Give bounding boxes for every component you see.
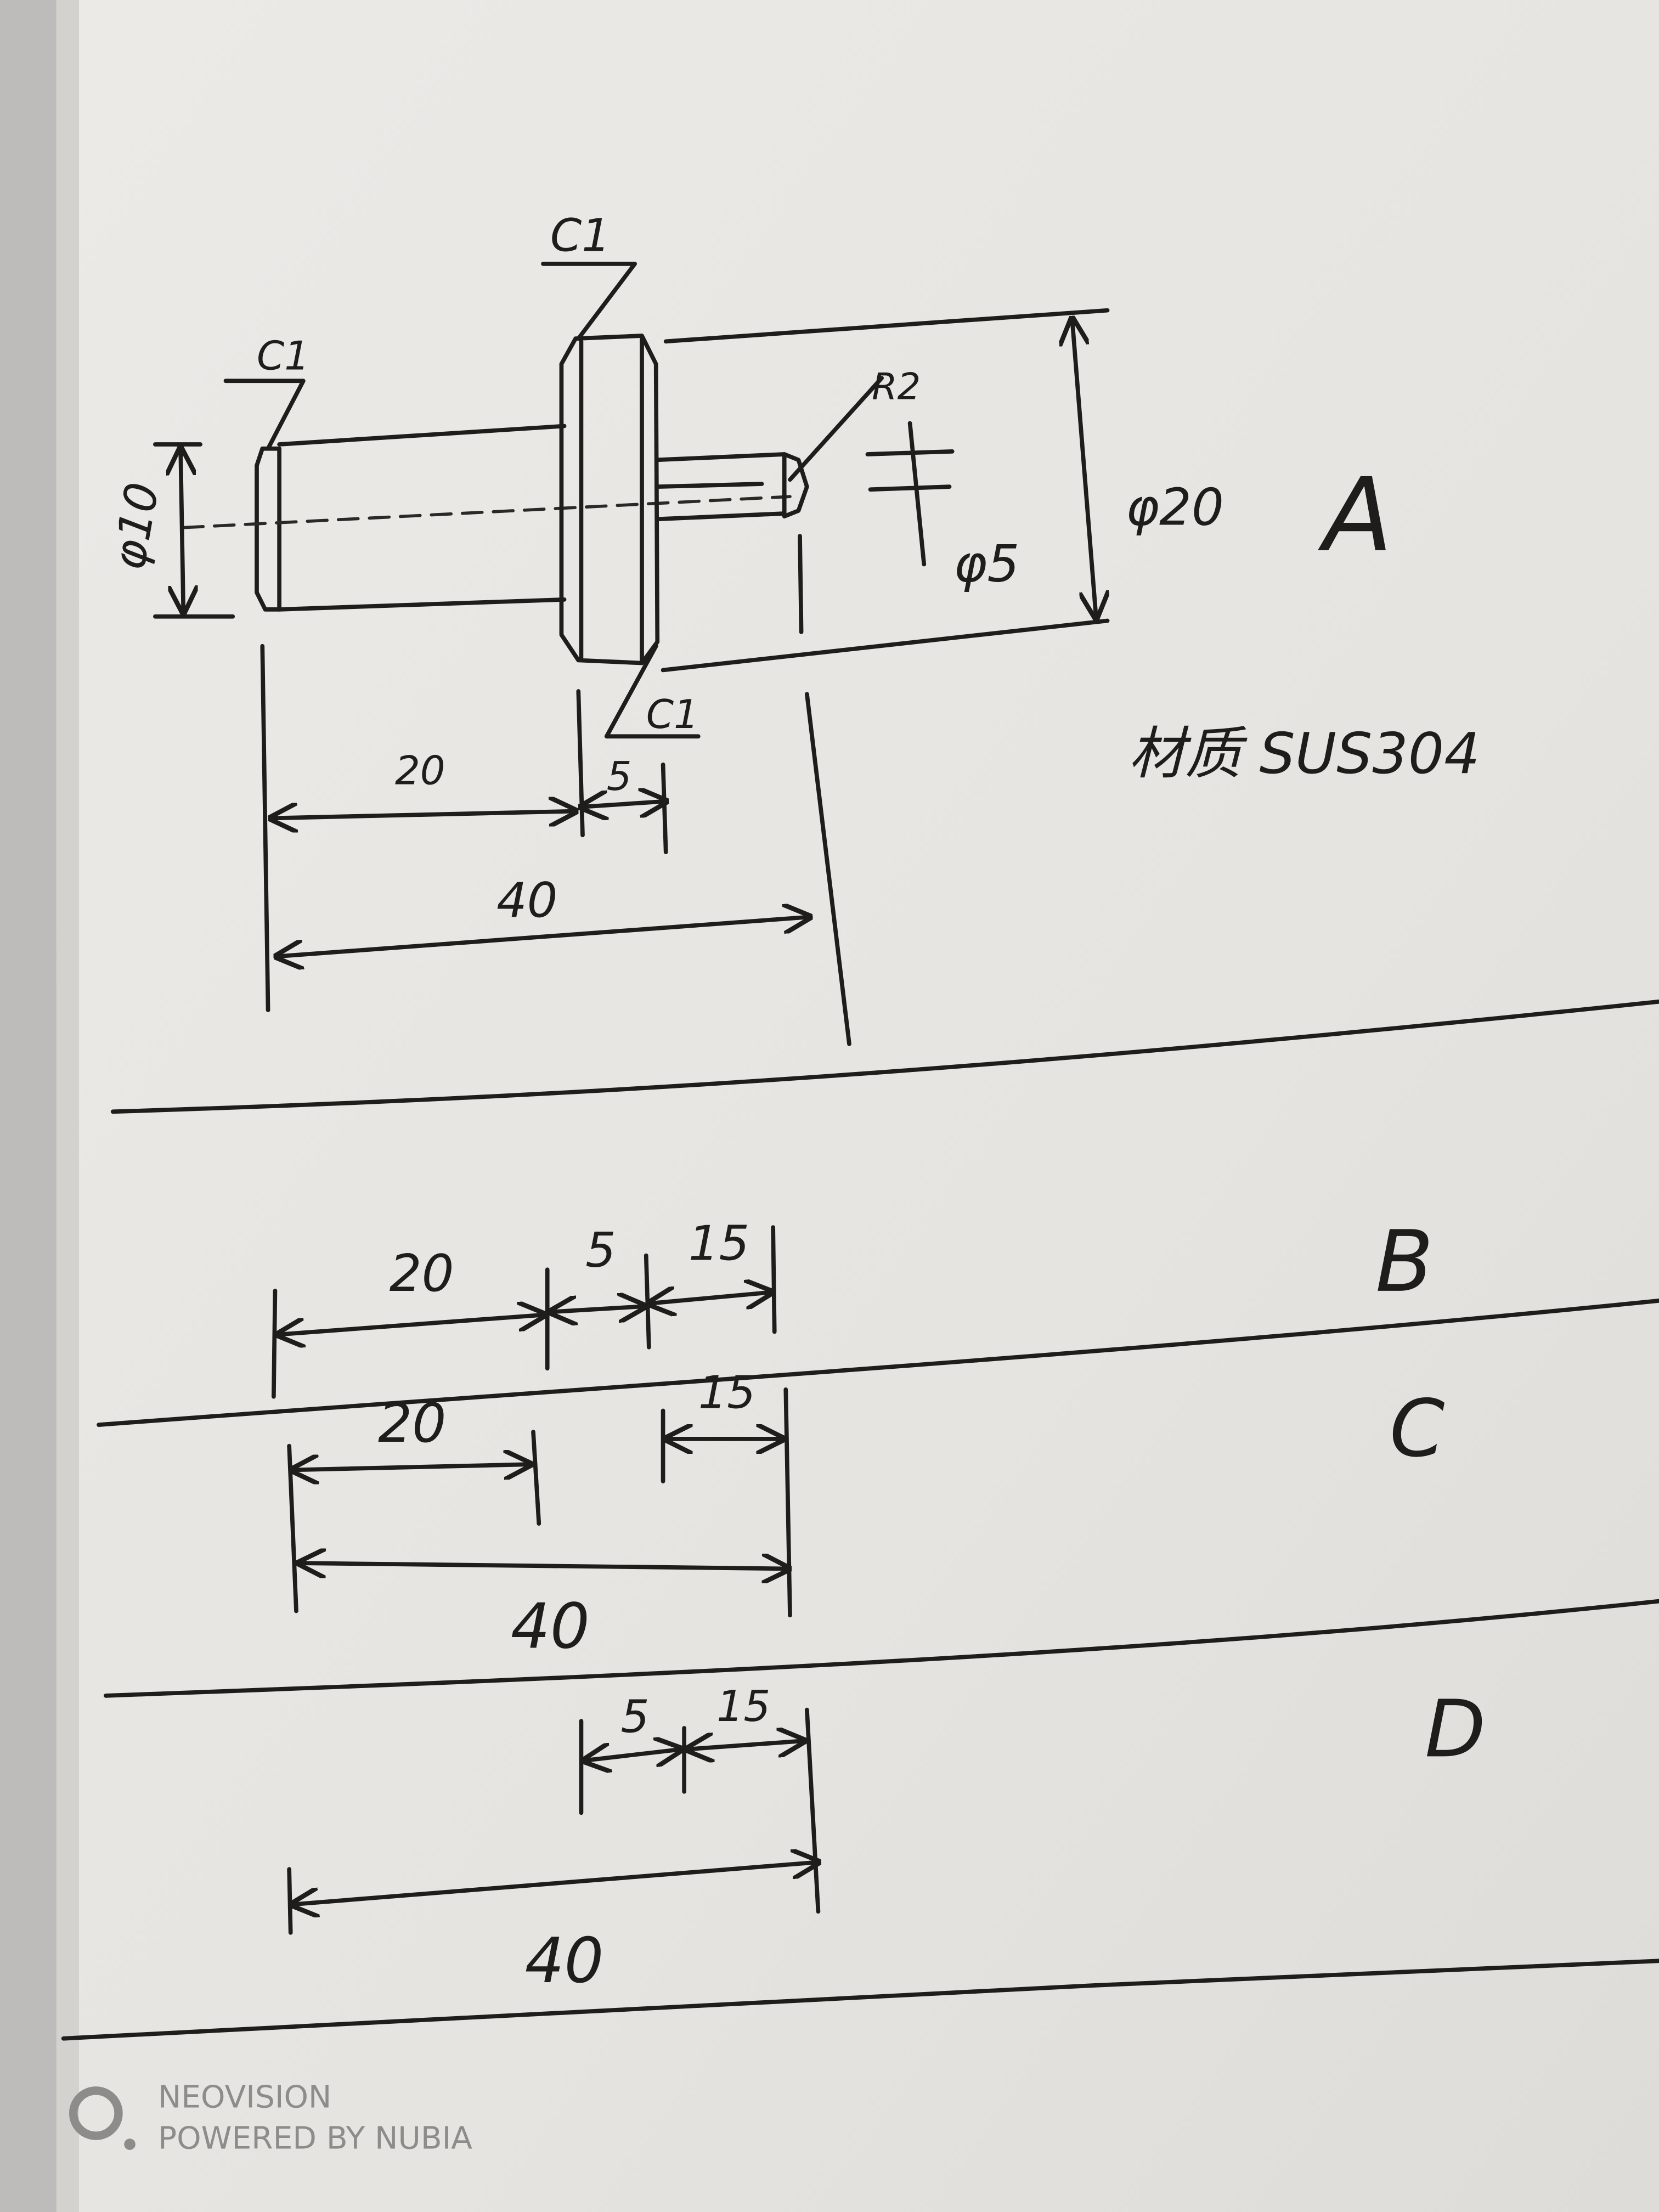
view-d-dim-15: 15 (716, 1682, 770, 1731)
view-a-dim-40: 40 (496, 872, 557, 928)
chamfer-label-left: C1 (257, 333, 309, 379)
camera-logo-icon (69, 2086, 136, 2150)
view-c-dim-40: 40 (511, 1590, 590, 1662)
divider-line-1 (110, 999, 1659, 1114)
material-note: 材质 SUS304 (1128, 721, 1480, 787)
view-d-dim-5: 5 (620, 1691, 649, 1743)
view-c-dim-15: 15 (698, 1367, 756, 1419)
view-b-dim-15: 15 (689, 1215, 749, 1271)
divider-line-4 (61, 1959, 1659, 2041)
view-b-dim-5: 5 (585, 1222, 616, 1278)
view-d-dim-40: 40 (525, 1925, 604, 1997)
view-a-dim-20: 20 (395, 748, 445, 794)
view-b-dim-20: 20 (390, 1244, 454, 1303)
radius-label: R2 (872, 365, 921, 408)
watermark-line-2: POWERED BY NUBIA (158, 2120, 472, 2156)
page-edge (56, 0, 79, 2212)
view-c-label: C (1390, 1383, 1445, 1475)
chamfer-label-top: C1 (550, 210, 611, 262)
view-a-dim-5: 5 (607, 753, 632, 799)
view-a-part (153, 262, 1108, 1046)
divider-line-2 (97, 1299, 1659, 1427)
diameter-tip-label: φ5 (953, 534, 1019, 593)
view-a-label: A (1318, 456, 1393, 574)
view-b-label: B (1375, 1213, 1434, 1311)
chamfer-label-bottom: C1 (646, 691, 699, 737)
view-c-dims (287, 1387, 792, 1618)
view-b-dims (272, 1225, 777, 1399)
diameter-large-label: φ20 (1126, 478, 1224, 537)
divider-line-3 (104, 1599, 1659, 1698)
watermark-line-1: NEOVISION (158, 2079, 331, 2115)
view-c-dim-20: 20 (378, 1392, 446, 1455)
view-d-label: D (1425, 1683, 1486, 1775)
view-d-dims (287, 1707, 818, 1935)
